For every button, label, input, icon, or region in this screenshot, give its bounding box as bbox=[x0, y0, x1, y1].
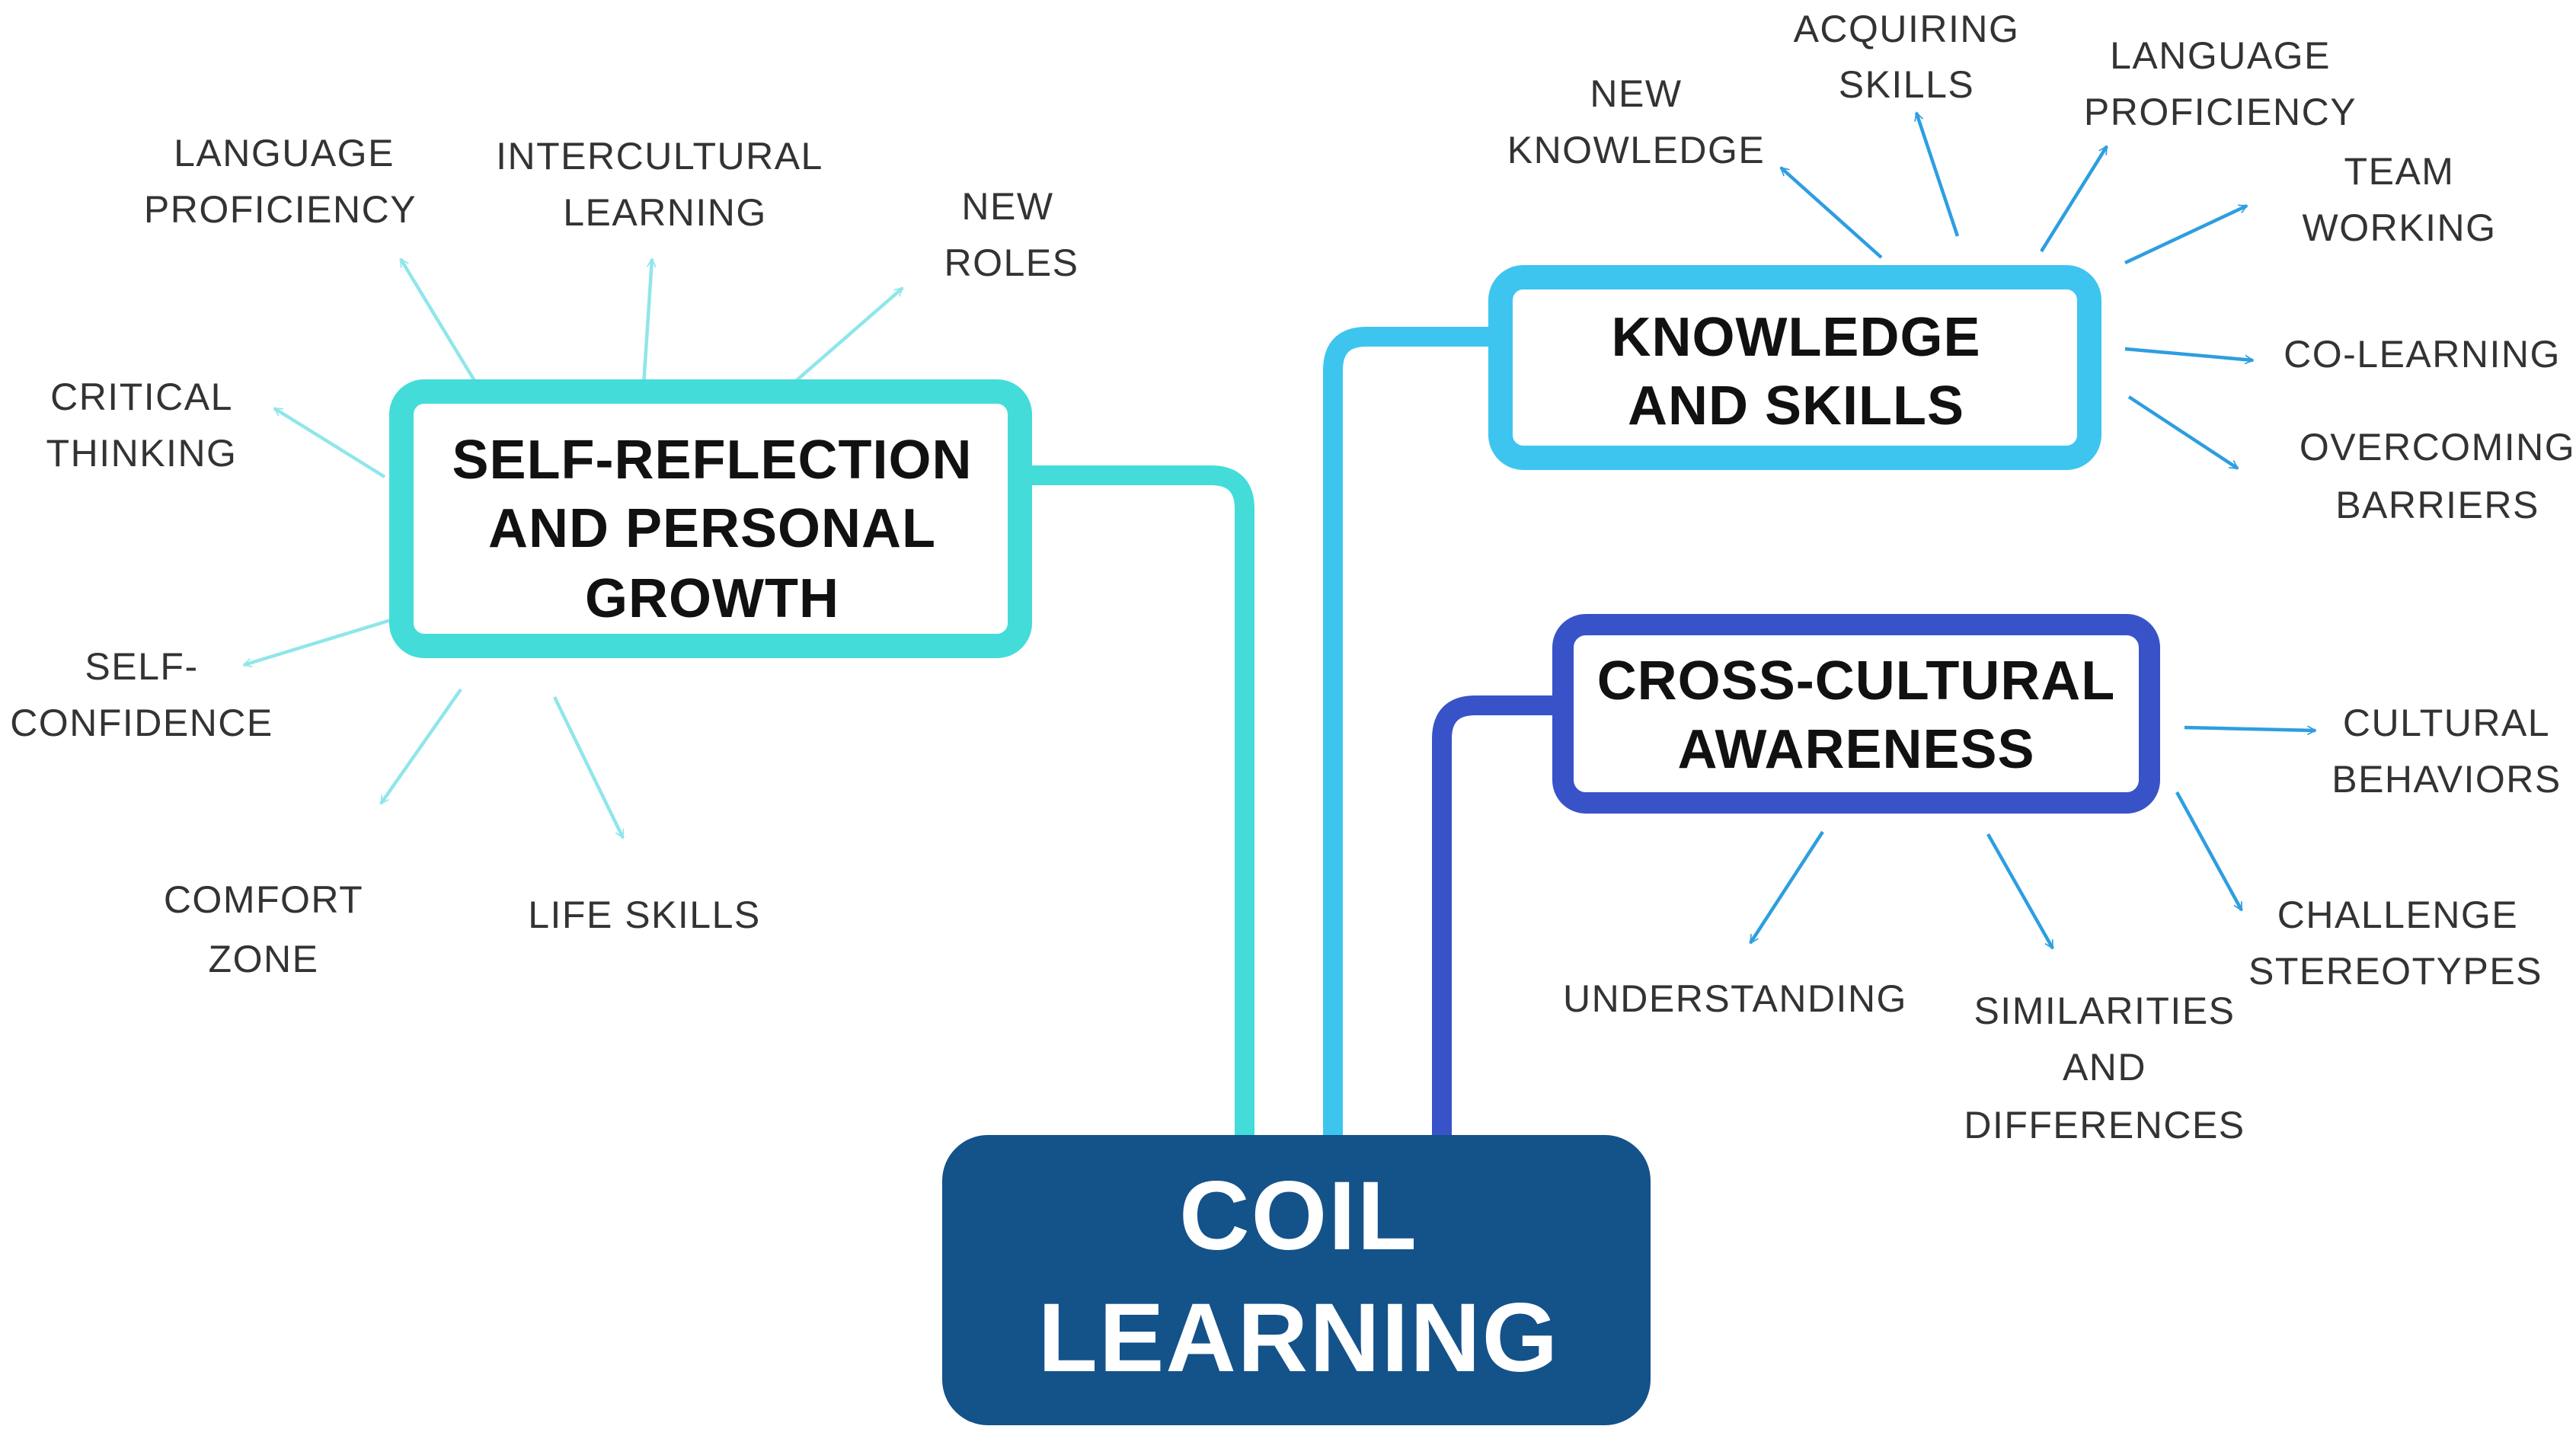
leaf-understanding: UNDERSTANDING bbox=[1563, 977, 1907, 1020]
leaf-critical-thinking: CRITICAL THINKING bbox=[46, 376, 238, 475]
leaf-overcoming-barriers: OVERCOMING BARRIERS bbox=[2300, 426, 2575, 526]
leaf-self-confidence: SELF- CONFIDENCE bbox=[10, 645, 273, 744]
leaf-co-learning: CO-LEARNING bbox=[2284, 333, 2561, 376]
leaf-new-roles: NEW ROLES bbox=[944, 185, 1079, 284]
arrow-to-cultural-behaviors bbox=[2184, 725, 2317, 736]
node-self-reflection-box bbox=[389, 379, 1032, 658]
arrow-to-intercultural-learning bbox=[641, 257, 657, 385]
svg-text:PROFICIENCY: PROFICIENCY bbox=[2084, 91, 2357, 133]
svg-text:ROLES: ROLES bbox=[944, 241, 1079, 284]
arrows-knowledge bbox=[1779, 111, 2255, 470]
svg-text:AND: AND bbox=[2063, 1046, 2146, 1089]
arrow-to-similarities bbox=[1986, 833, 2054, 950]
central-title-line-1: COIL bbox=[1179, 1162, 1418, 1271]
node-self-reflection-line-3: GROWTH bbox=[585, 568, 839, 629]
connector-self-reflection bbox=[1024, 465, 1254, 1141]
arrow-to-life-skills bbox=[552, 696, 625, 839]
svg-text:LIFE SKILLS: LIFE SKILLS bbox=[528, 894, 761, 936]
arrows-self-reflection bbox=[242, 257, 904, 839]
svg-text:SELF-: SELF- bbox=[85, 645, 198, 688]
svg-text:BEHAVIORS: BEHAVIORS bbox=[2332, 758, 2562, 801]
arrow-to-language-proficiency-right bbox=[2040, 145, 2108, 253]
svg-text:COMFORT: COMFORT bbox=[164, 878, 363, 921]
leaf-language-proficiency-right: LANGUAGE PROFICIENCY bbox=[2084, 34, 2357, 133]
leaf-language-proficiency-left: LANGUAGE PROFICIENCY bbox=[144, 132, 417, 231]
leaf-comfort-zone: COMFORT ZONE bbox=[164, 878, 363, 980]
svg-text:UNDERSTANDING: UNDERSTANDING bbox=[1563, 977, 1907, 1020]
arrow-to-comfort-zone bbox=[379, 688, 462, 805]
arrow-to-new-knowledge bbox=[1779, 166, 1883, 259]
arrow-to-overcoming-barriers bbox=[2127, 395, 2239, 470]
svg-text:TEAM: TEAM bbox=[2344, 150, 2455, 193]
arrow-to-critical-thinking bbox=[273, 407, 386, 478]
svg-text:ZONE: ZONE bbox=[209, 938, 319, 980]
leaf-challenge-stereotypes: CHALLENGE STEREOTYPES bbox=[2248, 894, 2542, 993]
svg-text:SIMILARITIES: SIMILARITIES bbox=[1974, 990, 2235, 1032]
node-self-reflection-line-2: AND PERSONAL bbox=[488, 498, 936, 559]
connector-cross-cultural bbox=[1432, 695, 1560, 1141]
arrow-to-challenge-stereotypes bbox=[2175, 791, 2243, 912]
svg-text:NEW: NEW bbox=[1590, 72, 1682, 115]
leaf-new-knowledge: NEW KNOWLEDGE bbox=[1507, 72, 1766, 171]
svg-text:SKILLS: SKILLS bbox=[1839, 63, 1975, 106]
node-cross-cultural-line-1: CROSS-CULTURAL bbox=[1597, 651, 2116, 711]
leaf-team-working: TEAM WORKING bbox=[2303, 150, 2497, 249]
leaf-similarities-and-differences: SIMILARITIES AND DIFFERENCES bbox=[1964, 990, 2245, 1146]
svg-text:CULTURAL: CULTURAL bbox=[2343, 702, 2550, 744]
svg-text:LEARNING: LEARNING bbox=[563, 191, 767, 234]
svg-text:LANGUAGE: LANGUAGE bbox=[2110, 34, 2331, 77]
svg-text:OVERCOMING: OVERCOMING bbox=[2300, 426, 2575, 468]
central-title-line-2: LEARNING bbox=[1038, 1284, 1559, 1392]
svg-text:KNOWLEDGE: KNOWLEDGE bbox=[1507, 129, 1766, 171]
central-node-box bbox=[942, 1135, 1651, 1425]
svg-text:NEW: NEW bbox=[961, 185, 1053, 228]
svg-text:INTERCULTURAL: INTERCULTURAL bbox=[496, 135, 823, 177]
arrow-to-language-proficiency-left bbox=[399, 257, 480, 388]
leaf-intercultural-learning: INTERCULTURAL LEARNING bbox=[496, 135, 823, 234]
arrow-to-acquiring-skills bbox=[1914, 111, 1960, 237]
svg-text:CRITICAL: CRITICAL bbox=[50, 376, 233, 418]
svg-text:LANGUAGE: LANGUAGE bbox=[174, 132, 395, 174]
arrow-to-team-working bbox=[2124, 203, 2248, 265]
node-cross-cultural-box bbox=[1552, 614, 2160, 814]
svg-text:DIFFERENCES: DIFFERENCES bbox=[1964, 1104, 2245, 1146]
arrow-to-self-confidence bbox=[242, 618, 392, 668]
node-knowledge-line-1: KNOWLEDGE bbox=[1612, 307, 1981, 368]
node-cross-cultural-line-2: AWARENESS bbox=[1677, 719, 2034, 780]
svg-text:BARRIERS: BARRIERS bbox=[2335, 484, 2539, 526]
leaf-cultural-behaviors: CULTURAL BEHAVIORS bbox=[2332, 702, 2562, 801]
svg-text:CO-LEARNING: CO-LEARNING bbox=[2284, 333, 2561, 376]
arrow-to-understanding bbox=[1749, 830, 1824, 945]
svg-text:STEREOTYPES: STEREOTYPES bbox=[2248, 950, 2542, 993]
leaf-life-skills: LIFE SKILLS bbox=[528, 894, 761, 936]
svg-text:CONFIDENCE: CONFIDENCE bbox=[10, 702, 273, 744]
svg-text:CHALLENGE: CHALLENGE bbox=[2277, 894, 2518, 936]
connector-knowledge bbox=[1323, 327, 1499, 1141]
svg-text:ACQUIRING: ACQUIRING bbox=[1794, 8, 2020, 50]
arrow-to-new-roles bbox=[794, 286, 904, 382]
arrows-cross-cultural bbox=[1749, 725, 2317, 950]
node-knowledge-line-2: AND SKILLS bbox=[1628, 376, 1964, 436]
node-knowledge-box bbox=[1488, 265, 2101, 470]
svg-text:THINKING: THINKING bbox=[46, 432, 238, 475]
node-self-reflection-line-1: SELF-REFLECTION bbox=[452, 430, 973, 491]
arrow-to-co-learning bbox=[2124, 347, 2255, 365]
svg-text:WORKING: WORKING bbox=[2303, 206, 2497, 249]
svg-text:PROFICIENCY: PROFICIENCY bbox=[144, 188, 417, 231]
leaf-acquiring-skills: ACQUIRING SKILLS bbox=[1794, 8, 2020, 106]
